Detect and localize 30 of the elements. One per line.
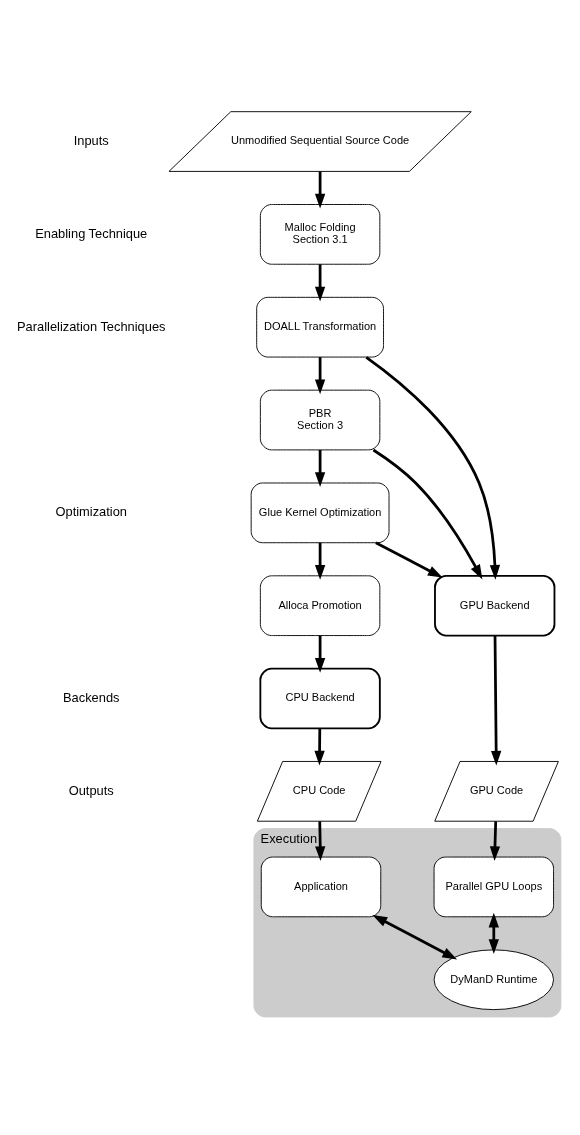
arrow	[489, 820, 501, 861]
arrow	[372, 914, 458, 959]
arrow	[372, 448, 483, 579]
label: Outputs	[68, 782, 114, 798]
node-box: DOALL Transformation	[256, 296, 384, 358]
node-box: Malloc Folding Section 3.1	[259, 203, 381, 265]
arrow	[365, 355, 501, 580]
node-box: PBR Section 3	[259, 389, 381, 450]
node-box: Parallel GPU Loops	[433, 856, 554, 917]
node-box: Alloca Promotion	[259, 574, 381, 636]
label: Backends	[63, 689, 120, 705]
node-box: GPU Backend	[434, 574, 556, 636]
arrow	[491, 635, 502, 766]
label: Inputs	[73, 132, 109, 148]
arrow	[314, 727, 325, 765]
arrow	[314, 171, 326, 209]
label: Optimization	[55, 503, 127, 519]
arrow	[314, 263, 326, 301]
arrow	[314, 449, 326, 487]
arrow	[314, 635, 326, 673]
label: Parallelization Techniques	[17, 318, 166, 334]
node-box: Application	[260, 856, 382, 917]
arrow	[314, 542, 326, 580]
arrow	[375, 541, 443, 578]
label: Enabling Technique	[35, 225, 148, 241]
node-box: Glue Kernel Optimization	[250, 482, 390, 543]
node-box: CPU Backend	[259, 667, 381, 729]
arrow	[315, 820, 326, 861]
arrow	[488, 912, 499, 954]
arrow	[314, 356, 326, 394]
